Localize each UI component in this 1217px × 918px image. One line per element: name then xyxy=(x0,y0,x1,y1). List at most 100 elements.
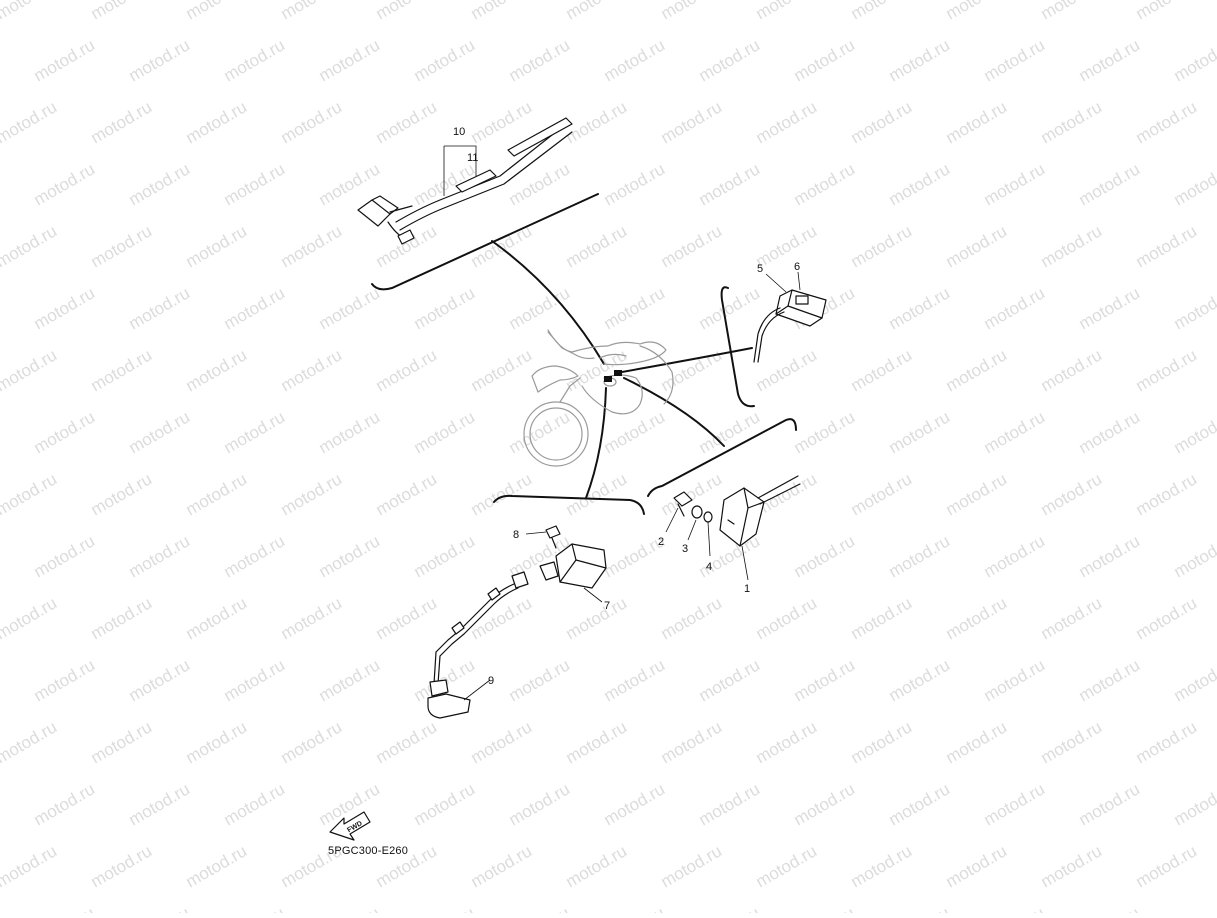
watermark-text: motod.ru xyxy=(126,407,194,457)
watermark-text: motod.ru xyxy=(943,717,1011,767)
watermark-text: motod.ru xyxy=(1076,903,1144,913)
watermark-text: motod.ru xyxy=(316,283,384,333)
watermark-text: motod.ru xyxy=(848,717,916,767)
watermark-text: motod.ru xyxy=(0,593,60,643)
watermark-text: motod.ru xyxy=(468,345,536,395)
watermark-text: motod.ru xyxy=(1076,531,1144,581)
watermark-text: motod.ru xyxy=(753,717,821,767)
watermark-text: motod.ru xyxy=(31,903,99,913)
watermark-text: motod.ru xyxy=(981,407,1049,457)
watermark-text: motod.ru xyxy=(506,159,574,209)
diagram-code: 5PGC300-E260 xyxy=(328,845,408,857)
watermark-text: motod.ru xyxy=(753,469,821,519)
watermark-text: motod.ru xyxy=(753,97,821,147)
watermark-text: motod.ru xyxy=(316,35,384,85)
watermark-text: motod.ru xyxy=(848,97,916,147)
watermark-text: motod.ru xyxy=(373,593,441,643)
watermark-text: motod.ru xyxy=(1133,0,1201,23)
watermark-text: motod.ru xyxy=(696,779,764,829)
watermark-text: motod.ru xyxy=(1038,469,1106,519)
watermark-text: motod.ru xyxy=(601,35,669,85)
callout-11: 11 xyxy=(467,152,478,164)
watermark-text: motod.ru xyxy=(126,531,194,581)
watermark-text: motod.ru xyxy=(696,35,764,85)
watermark-text: motod.ru xyxy=(1133,717,1201,767)
callout-8: 8 xyxy=(513,529,519,541)
watermark-text: motod.ru xyxy=(848,469,916,519)
watermark-text: motod.ru xyxy=(753,593,821,643)
watermark-text: motod.ru xyxy=(791,655,859,705)
watermark-text: motod.ru xyxy=(563,97,631,147)
watermark-text: motod.ru xyxy=(183,469,251,519)
watermark-text: motod.ru xyxy=(221,655,289,705)
watermark-text: motod.ru xyxy=(981,655,1049,705)
watermark-text: motod.ru xyxy=(696,903,764,913)
watermark-text: motod.ru xyxy=(791,159,859,209)
callout-10: 10 xyxy=(453,126,465,138)
watermark-text: motod.ru xyxy=(1171,655,1217,705)
watermark-text: motod.ru xyxy=(943,97,1011,147)
watermark-text: motod.ru xyxy=(278,97,346,147)
watermark-text: motod.ru xyxy=(0,841,60,891)
watermark-text: motod.ru xyxy=(373,345,441,395)
watermark-text: motod.ru xyxy=(88,345,156,395)
watermark-text: motod.ru xyxy=(411,283,479,333)
watermark-text: motod.ru xyxy=(0,531,3,581)
watermark-text: motod.ru xyxy=(278,345,346,395)
watermark-text: motod.ru xyxy=(88,841,156,891)
watermark-text: motod.ru xyxy=(0,97,60,147)
watermark-text: motod.ru xyxy=(506,903,574,913)
watermark-text: motod.ru xyxy=(373,0,441,23)
watermark-text: motod.ru xyxy=(221,159,289,209)
watermark-text: motod.ru xyxy=(696,531,764,581)
watermark-text: motod.ru xyxy=(373,97,441,147)
watermark-text: motod.ru xyxy=(316,407,384,457)
watermark-text: motod.ru xyxy=(753,345,821,395)
watermark-text: motod.ru xyxy=(126,283,194,333)
watermark-text: motod.ru xyxy=(658,593,726,643)
callout-3: 3 xyxy=(682,543,688,555)
watermark-text: motod.ru xyxy=(221,35,289,85)
watermark-text: motod.ru xyxy=(506,655,574,705)
watermark-text: motod.ru xyxy=(278,593,346,643)
bike-switch-mark xyxy=(614,370,622,376)
watermark-text: motod.ru xyxy=(1133,469,1201,519)
watermark-text: motod.ru xyxy=(1171,35,1217,85)
watermark-text: motod.ru xyxy=(31,531,99,581)
watermark-text: motod.ru xyxy=(183,0,251,23)
watermark-text: motod.ru xyxy=(506,283,574,333)
watermark-text: motod.ru xyxy=(886,903,954,913)
watermark-text: motod.ru xyxy=(126,903,194,913)
watermark-text: motod.ru xyxy=(1038,841,1106,891)
watermark-text: motod.ru xyxy=(0,717,60,767)
watermark-text: motod.ru xyxy=(316,903,384,913)
watermark-text: motod.ru xyxy=(1076,655,1144,705)
watermark-text: motod.ru xyxy=(31,35,99,85)
watermark-text: motod.ru xyxy=(0,407,3,457)
watermark-text: motod.ru xyxy=(0,779,3,829)
watermark-text: motod.ru xyxy=(0,469,60,519)
callout-2: 2 xyxy=(658,536,664,548)
watermark-text: motod.ru xyxy=(601,779,669,829)
watermark-text: motod.ru xyxy=(1038,593,1106,643)
watermark-text: motod.ru xyxy=(126,655,194,705)
watermark-text: motod.ru xyxy=(221,779,289,829)
watermark-text: motod.ru xyxy=(31,779,99,829)
watermark-text: motod.ru xyxy=(1171,779,1217,829)
watermark-text: motod.ru xyxy=(1038,97,1106,147)
watermark-text: motod.ru xyxy=(658,469,726,519)
watermark-text: motod.ru xyxy=(278,221,346,271)
watermark-text: motod.ru xyxy=(658,221,726,271)
watermark-text: motod.ru xyxy=(753,0,821,23)
watermark-text: motod.ru xyxy=(791,407,859,457)
callout-9: 9 xyxy=(488,675,494,687)
watermark-text: motod.ru xyxy=(0,283,3,333)
callout-6: 6 xyxy=(794,261,800,273)
watermark-text: motod.ru xyxy=(373,469,441,519)
watermark-text: motod.ru xyxy=(88,717,156,767)
callout-5: 5 xyxy=(757,263,763,275)
watermark-text: motod.ru xyxy=(31,407,99,457)
watermark-text: motod.ru xyxy=(658,841,726,891)
